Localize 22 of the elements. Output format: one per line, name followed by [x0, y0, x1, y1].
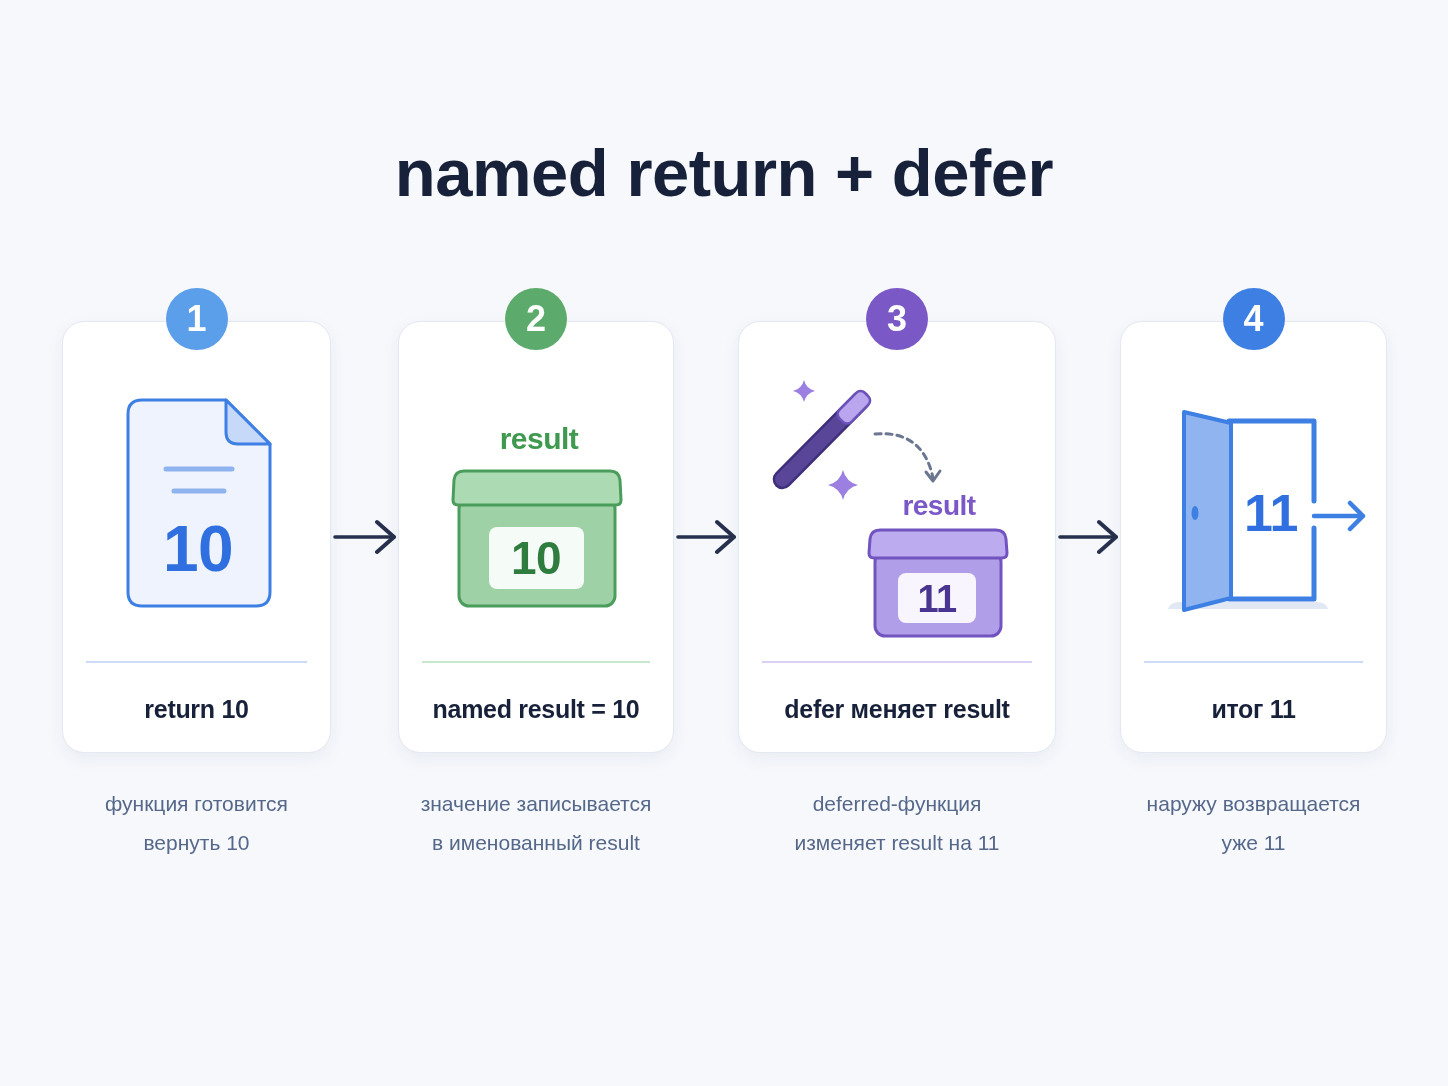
document-value: 10	[162, 517, 234, 581]
variable-name-label: result	[499, 424, 579, 454]
box-value: 10	[510, 535, 562, 581]
step-caption: defer меняет result	[784, 694, 1010, 724]
diagram-title: named return + defer	[394, 134, 1054, 212]
step-caption: итог 11	[1211, 694, 1296, 724]
arrow	[676, 520, 736, 554]
door-value: 11	[1244, 487, 1298, 539]
step-number-badge: 2	[505, 288, 567, 350]
variable-name-label: result	[902, 492, 976, 520]
step-description: наружу возвращается уже 11	[1145, 791, 1362, 856]
step-caption: return 10	[144, 694, 249, 724]
step-number-badge: 4	[1222, 288, 1285, 350]
box-value: 11	[917, 580, 957, 618]
step-number-badge: 1	[165, 288, 228, 350]
step-caption: named result = 10	[432, 694, 640, 724]
arrow	[1058, 520, 1118, 554]
step-number-badge: 3	[866, 288, 928, 350]
step-description: значение записывается в именованный result	[419, 791, 653, 856]
step-description: deferred-функция изменяет result на 11	[793, 791, 1001, 856]
step-description: функция готовится вернуть 10	[104, 791, 289, 856]
arrow	[333, 520, 396, 554]
